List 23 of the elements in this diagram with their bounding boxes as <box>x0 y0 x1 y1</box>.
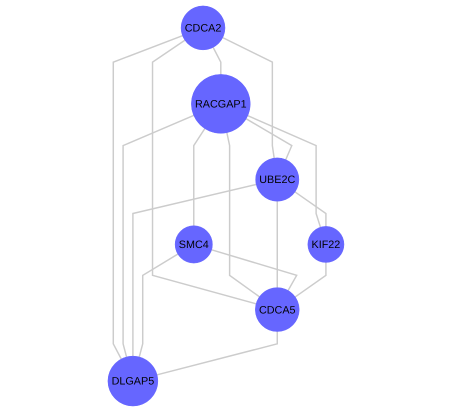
connector <box>246 118 293 160</box>
connector <box>294 191 327 226</box>
connector <box>122 114 194 358</box>
connector <box>226 132 260 298</box>
connector <box>132 184 256 356</box>
connector <box>156 332 278 376</box>
node-circle: UBE2C <box>255 158 300 202</box>
node-circle: DLGAP5 <box>108 356 158 406</box>
connector <box>211 249 298 291</box>
connector <box>138 253 178 358</box>
connector <box>112 35 183 360</box>
node-circle: CDCA5 <box>255 287 300 332</box>
connector <box>152 40 256 304</box>
node-circle: RACGAP1 <box>191 74 251 134</box>
connector <box>212 47 222 74</box>
connector <box>294 262 327 298</box>
connector <box>222 36 275 158</box>
node-circle: SMC4 <box>174 226 213 264</box>
connector <box>193 128 206 226</box>
connector <box>248 115 322 228</box>
connector <box>276 201 278 288</box>
node-circle: CDCA2 <box>180 6 226 50</box>
node-circle: KIF22 <box>308 226 344 263</box>
